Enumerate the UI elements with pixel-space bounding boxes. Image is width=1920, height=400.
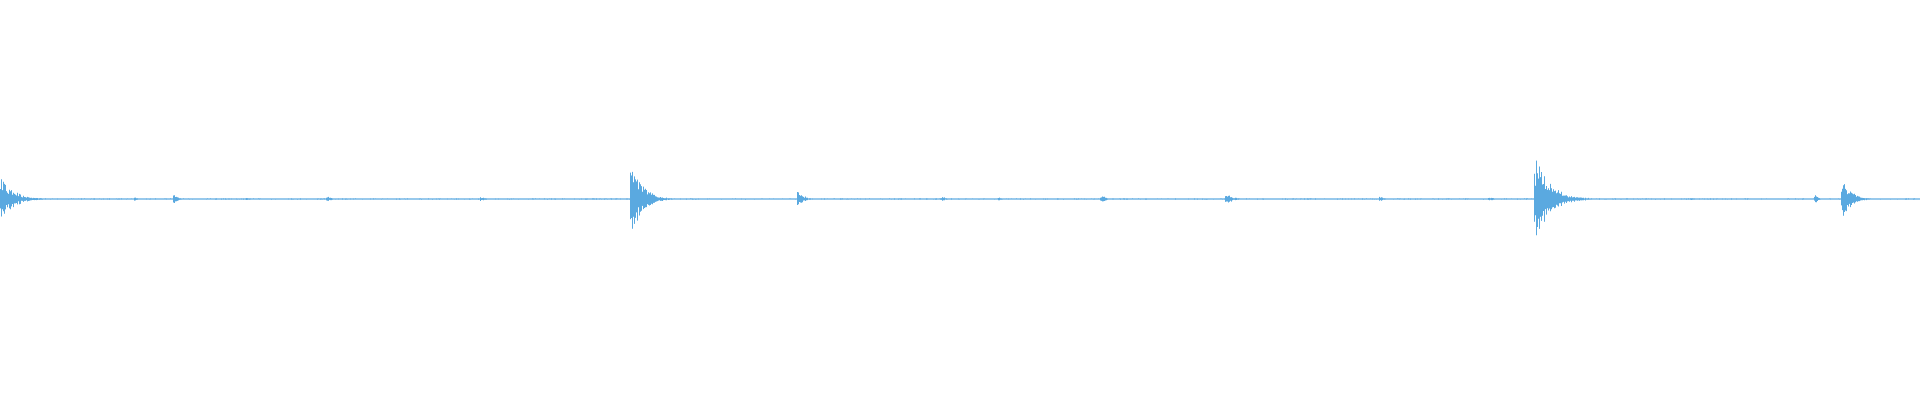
waveform-signal [0,160,1920,236]
